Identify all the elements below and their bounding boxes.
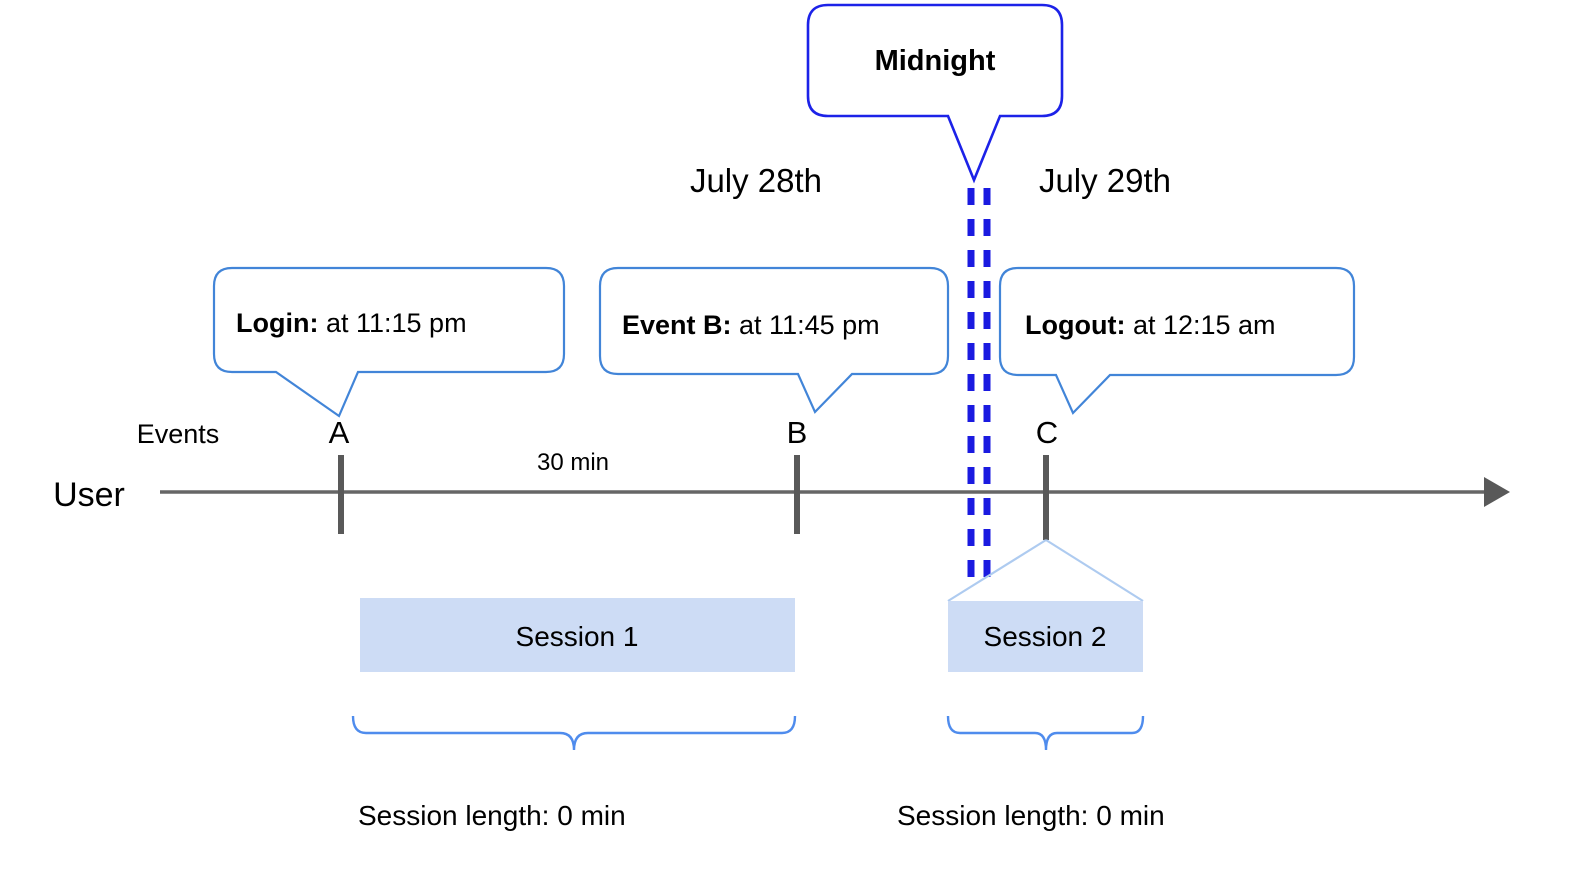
timeline-arrow-icon: [1484, 477, 1510, 507]
callout-event-b-shape: [598, 266, 950, 414]
session-2-funnel: [947, 539, 1144, 602]
callout-event-b: Event B: at 11:45 pm: [598, 266, 950, 414]
session-2-funnel-right: [1045, 539, 1144, 602]
user-row-label: User: [53, 476, 125, 514]
midnight-callout-shape: [806, 3, 1064, 184]
session-1-length-label: Session length: 0 min: [358, 800, 626, 831]
session-1-rect[interactable]: [360, 598, 795, 672]
callout-event-c-text: Logout: at 12:15 am: [1025, 310, 1276, 340]
event-letter-c: C: [1036, 415, 1058, 450]
callout-event-b-bold: Event B:: [622, 310, 732, 340]
callout-event-c-shape: [998, 266, 1356, 415]
day-label-left: July 28th: [690, 162, 822, 199]
callout-event-a-text: Login: at 11:15 pm: [236, 308, 467, 338]
day-label-right: July 29th: [1039, 162, 1171, 199]
callout-event-c-rest: at 12:15 am: [1125, 310, 1275, 340]
interval-label-30min: 30 min: [537, 449, 609, 476]
callout-event-a-rest: at 11:15 pm: [318, 308, 466, 338]
callout-event-a-shape: [212, 266, 566, 418]
event-letter-a: A: [329, 415, 350, 450]
callout-event-b-text: Event B: at 11:45 pm: [622, 310, 880, 340]
event-letter-b: B: [787, 415, 808, 450]
callout-event-b-rest: at 11:45 pm: [732, 310, 880, 340]
session-1-label: Session 1: [516, 621, 639, 652]
session-2-brace: [946, 715, 1145, 751]
callout-event-c-bold: Logout:: [1025, 310, 1125, 340]
timeline-axis: [160, 455, 1510, 540]
callout-event-c: Logout: at 12:15 am: [998, 266, 1356, 415]
midnight-divider: [967, 188, 991, 580]
session-2-label: Session 2: [984, 621, 1107, 652]
session-2-box[interactable]: Session 2: [948, 601, 1143, 672]
session-2-rect[interactable]: [948, 601, 1143, 672]
session-2-funnel-left: [947, 539, 1047, 602]
midnight-callout: Midnight: [806, 3, 1064, 184]
midnight-label: Midnight: [875, 45, 996, 77]
session-1-box[interactable]: Session 1: [360, 598, 795, 672]
callout-event-a: Login: at 11:15 pm: [212, 266, 566, 418]
events-row-label: Events: [137, 419, 220, 449]
session-2-length-label: Session length: 0 min: [897, 800, 1165, 831]
callout-event-a-bold: Login:: [236, 308, 318, 338]
session-1-brace: [351, 715, 797, 751]
session-1-brace-path: [351, 715, 797, 751]
session-2-brace-path: [946, 715, 1145, 751]
